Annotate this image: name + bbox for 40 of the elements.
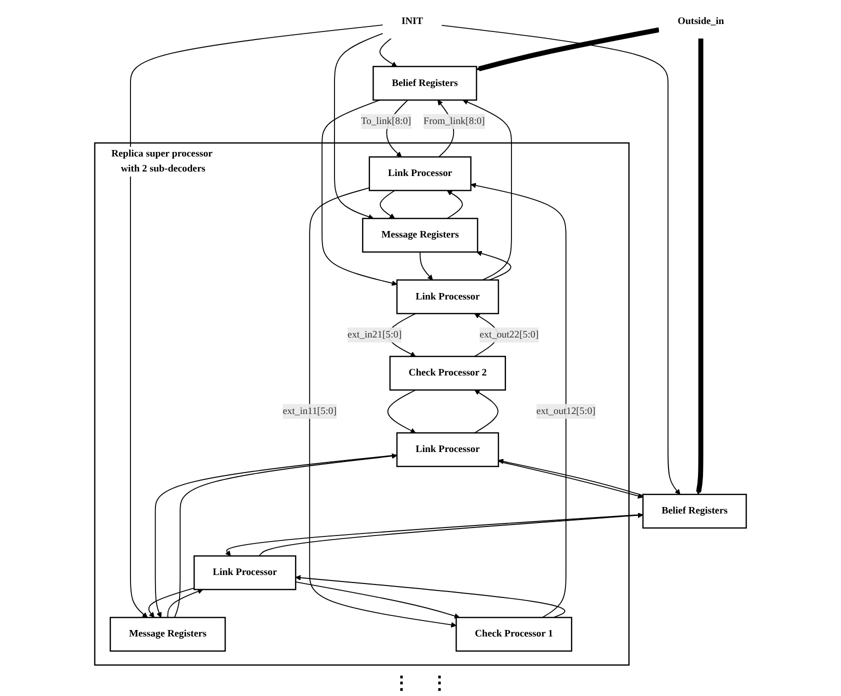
arrow (462, 100, 512, 280)
node-box: Belief Registers (642, 494, 747, 529)
arrow (322, 100, 398, 286)
arrow (387, 390, 416, 434)
arrow (295, 581, 460, 619)
node-text: INIT (401, 16, 424, 27)
node-box: Link Processor (194, 555, 296, 590)
edge-label: From_link[8:0] (424, 116, 485, 126)
node-box: Check Processor 2 (389, 356, 506, 391)
ellipsis-mark: ⋮ (392, 672, 410, 694)
node-box: Check Processor 1 (456, 616, 572, 652)
edge-label: ext_out22[5:0] (480, 329, 539, 340)
node-box: Link Processor (396, 432, 500, 468)
arrow (148, 588, 195, 618)
arrow (380, 190, 396, 219)
edge-label: ext_in11[5:0] (282, 406, 337, 416)
node-box: Link Processor (368, 156, 472, 192)
arrow (334, 32, 384, 220)
arrow (446, 190, 463, 219)
node-box: Link Processor (396, 279, 500, 314)
arrow (420, 252, 433, 280)
arrow (130, 24, 384, 618)
node-text: Outside_in (678, 16, 724, 27)
node-box: Message Registers (110, 616, 226, 652)
node-box: Belief Registers (372, 66, 478, 101)
arrow (476, 250, 512, 280)
arrow (441, 24, 680, 495)
arrow (470, 182, 566, 618)
ellipsis-mark: ⋮ (430, 672, 448, 694)
edge-label: ext_in21[5:0] (348, 329, 402, 340)
arrow (309, 187, 456, 628)
arrow (474, 390, 498, 434)
arrow (380, 38, 398, 67)
edge-label: ext_out12[5:0] (536, 406, 596, 416)
node-box: Message Registers (362, 218, 478, 253)
arrow (696, 38, 704, 495)
arrow (295, 575, 566, 618)
arrow (476, 27, 660, 72)
arrow (167, 588, 204, 618)
edge-label: To_link[8:0] (360, 116, 412, 126)
